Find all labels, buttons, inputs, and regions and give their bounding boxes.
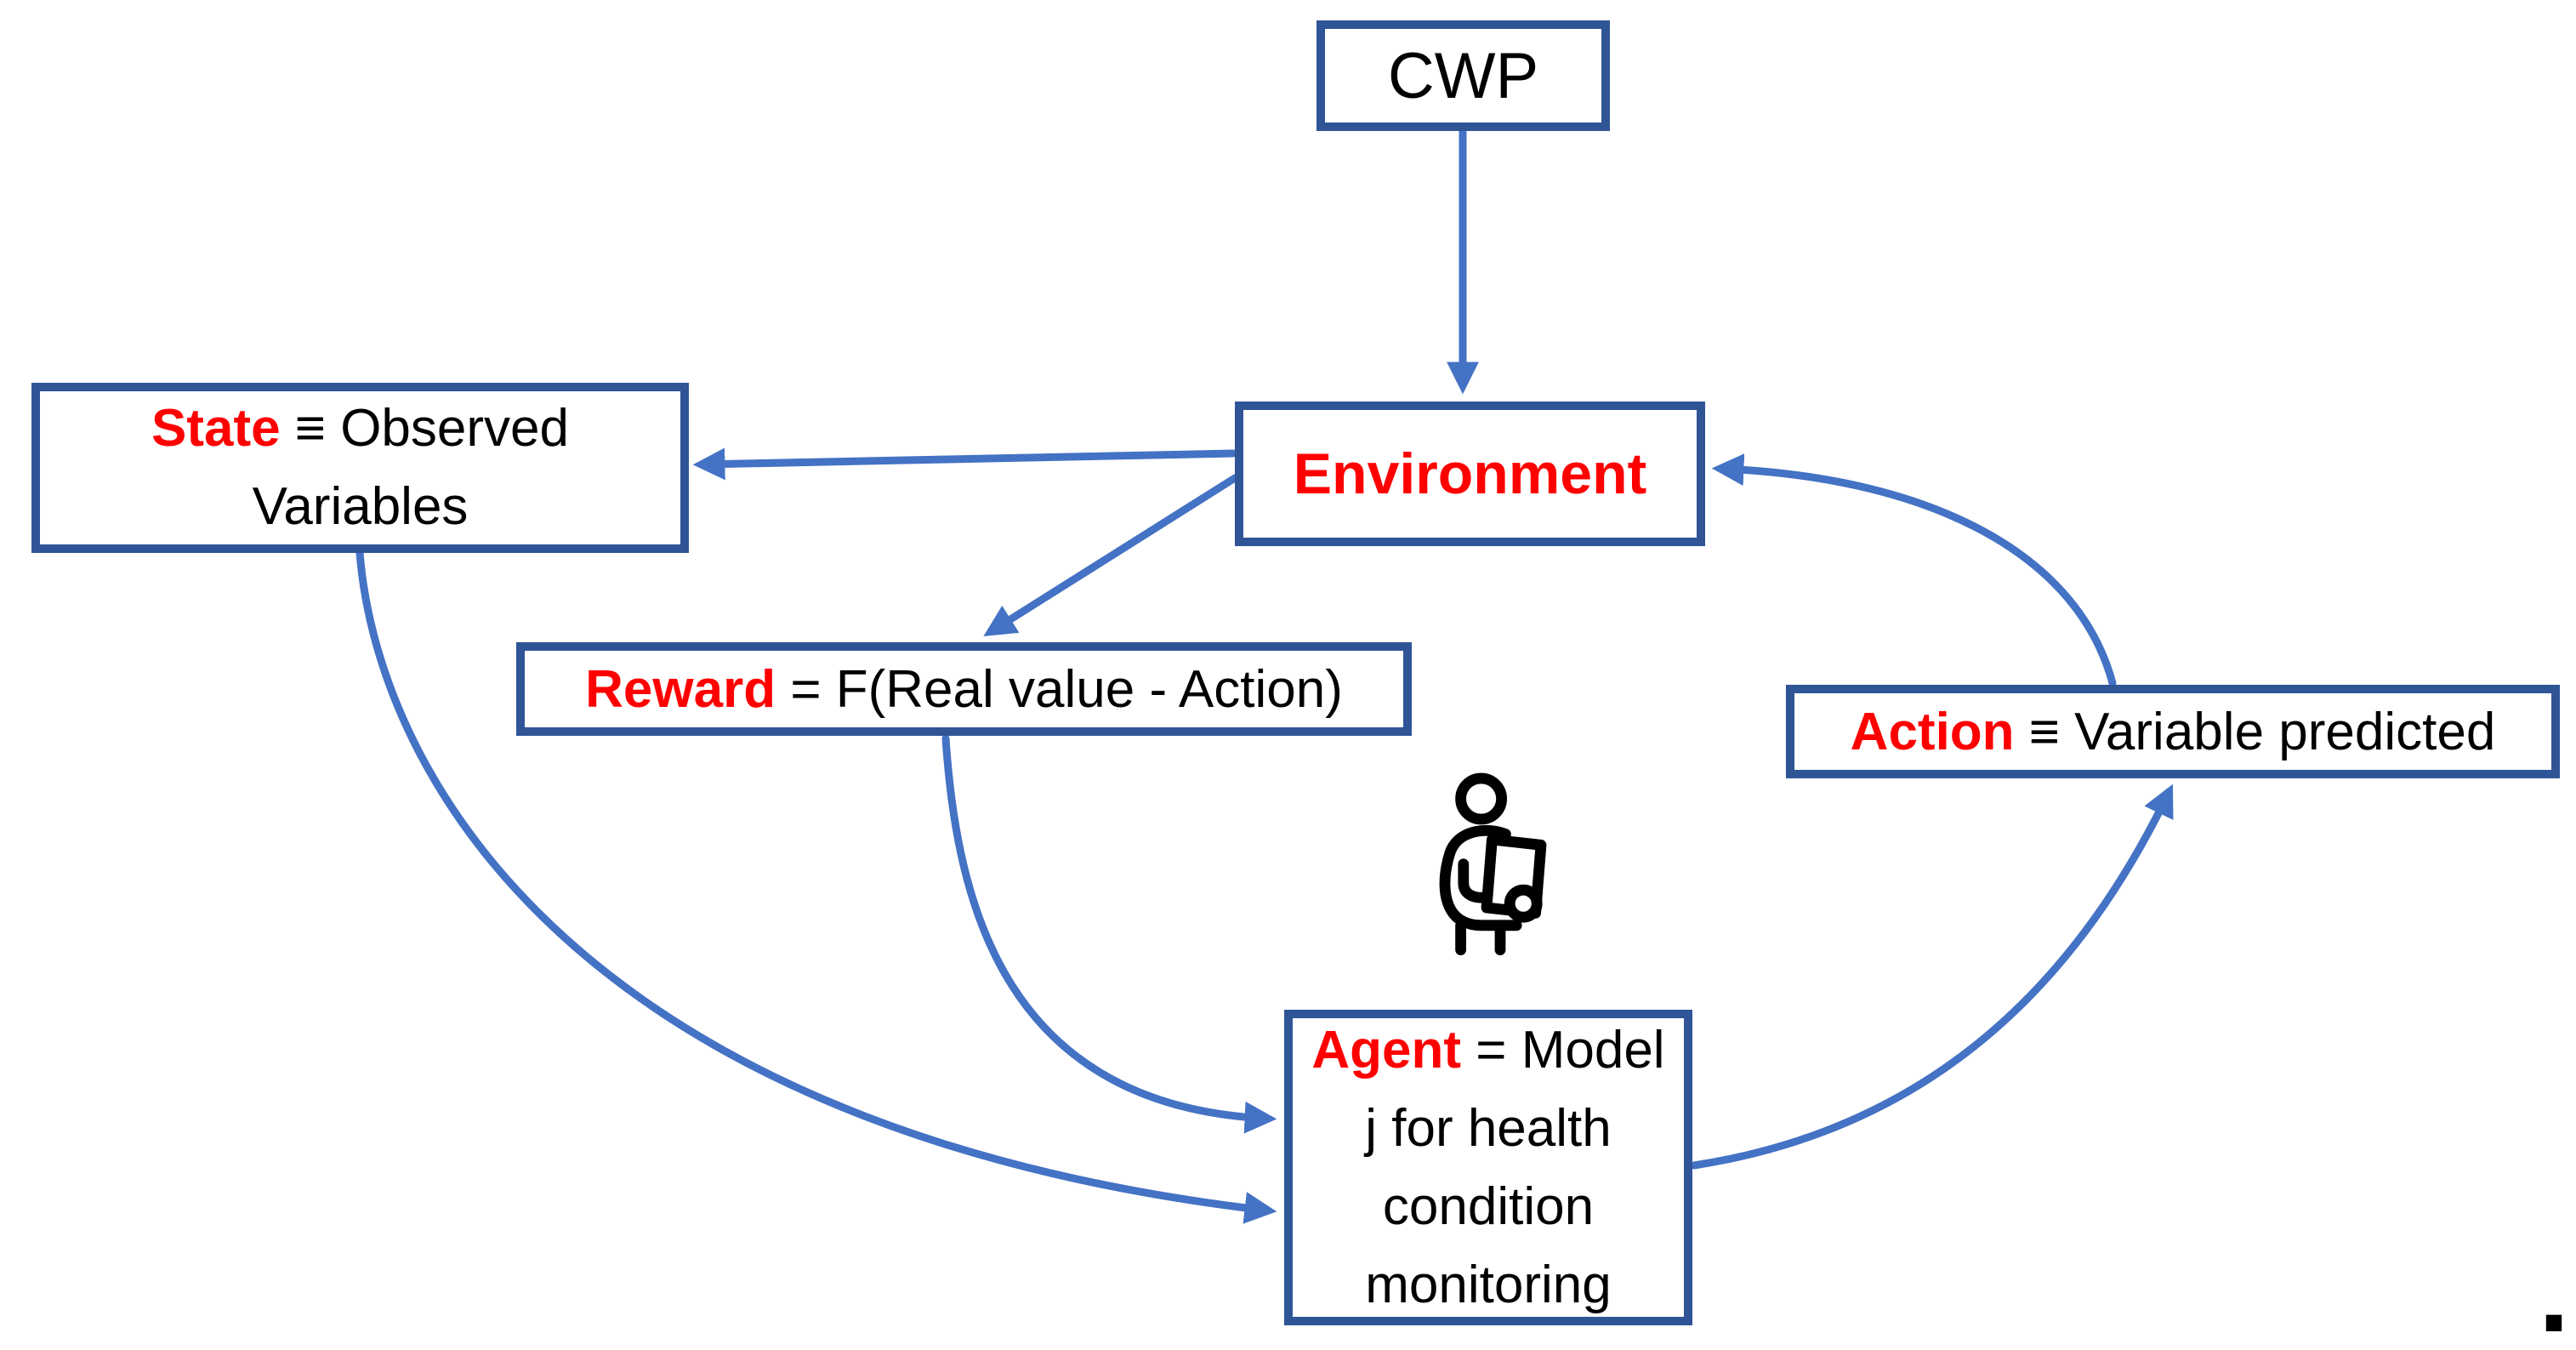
cwp-label: CWP xyxy=(1387,39,1539,112)
footer-period: . xyxy=(2539,1231,2570,1350)
state-label-line1: State ≡ Observed xyxy=(151,390,569,468)
agent-definition: = Model xyxy=(1461,1020,1665,1079)
agent-label-line1: Agent = Model xyxy=(1311,1011,1664,1090)
arrow-environment-to-reward xyxy=(983,474,1239,637)
action-box: Action ≡ Variable predicted xyxy=(1786,685,2560,778)
state-box: State ≡ Observed Variables xyxy=(31,383,689,553)
environment-box: Environment xyxy=(1235,402,1705,546)
agent-label-line2: j for health xyxy=(1365,1098,1612,1158)
reward-definition: = F(Real value - Action) xyxy=(776,659,1343,719)
arrow-action-to-environment xyxy=(1711,453,2117,687)
agent-label-line4: monitoring xyxy=(1365,1255,1612,1314)
reward-box: Reward = F(Real value - Action) xyxy=(516,642,1412,736)
reward-label: Reward = F(Real value - Action) xyxy=(585,659,1343,720)
arrow-environment-to-state xyxy=(692,447,1237,481)
action-keyword: Action xyxy=(1850,702,2015,761)
agent-label-line3: condition xyxy=(1382,1176,1595,1236)
agent-box: Agent = Model j for health condition mon… xyxy=(1284,1010,1692,1325)
action-label: Action ≡ Variable predicted xyxy=(1851,702,2496,762)
cwp-box: CWP xyxy=(1316,20,1610,131)
action-definition: ≡ Variable predicted xyxy=(2014,702,2496,761)
person-reading-document-icon xyxy=(1439,772,1547,955)
arrow-reward-to-agent xyxy=(941,734,1277,1134)
reward-keyword: Reward xyxy=(585,659,776,719)
arrow-state-to-agent xyxy=(355,549,1277,1224)
arrow-agent-to-action xyxy=(1690,783,2174,1170)
state-keyword: State xyxy=(151,399,281,458)
state-label-line2: Variables xyxy=(252,477,469,536)
state-definition: ≡ Observed xyxy=(280,399,570,458)
environment-label: Environment xyxy=(1293,441,1647,506)
agent-keyword: Agent xyxy=(1311,1020,1462,1079)
